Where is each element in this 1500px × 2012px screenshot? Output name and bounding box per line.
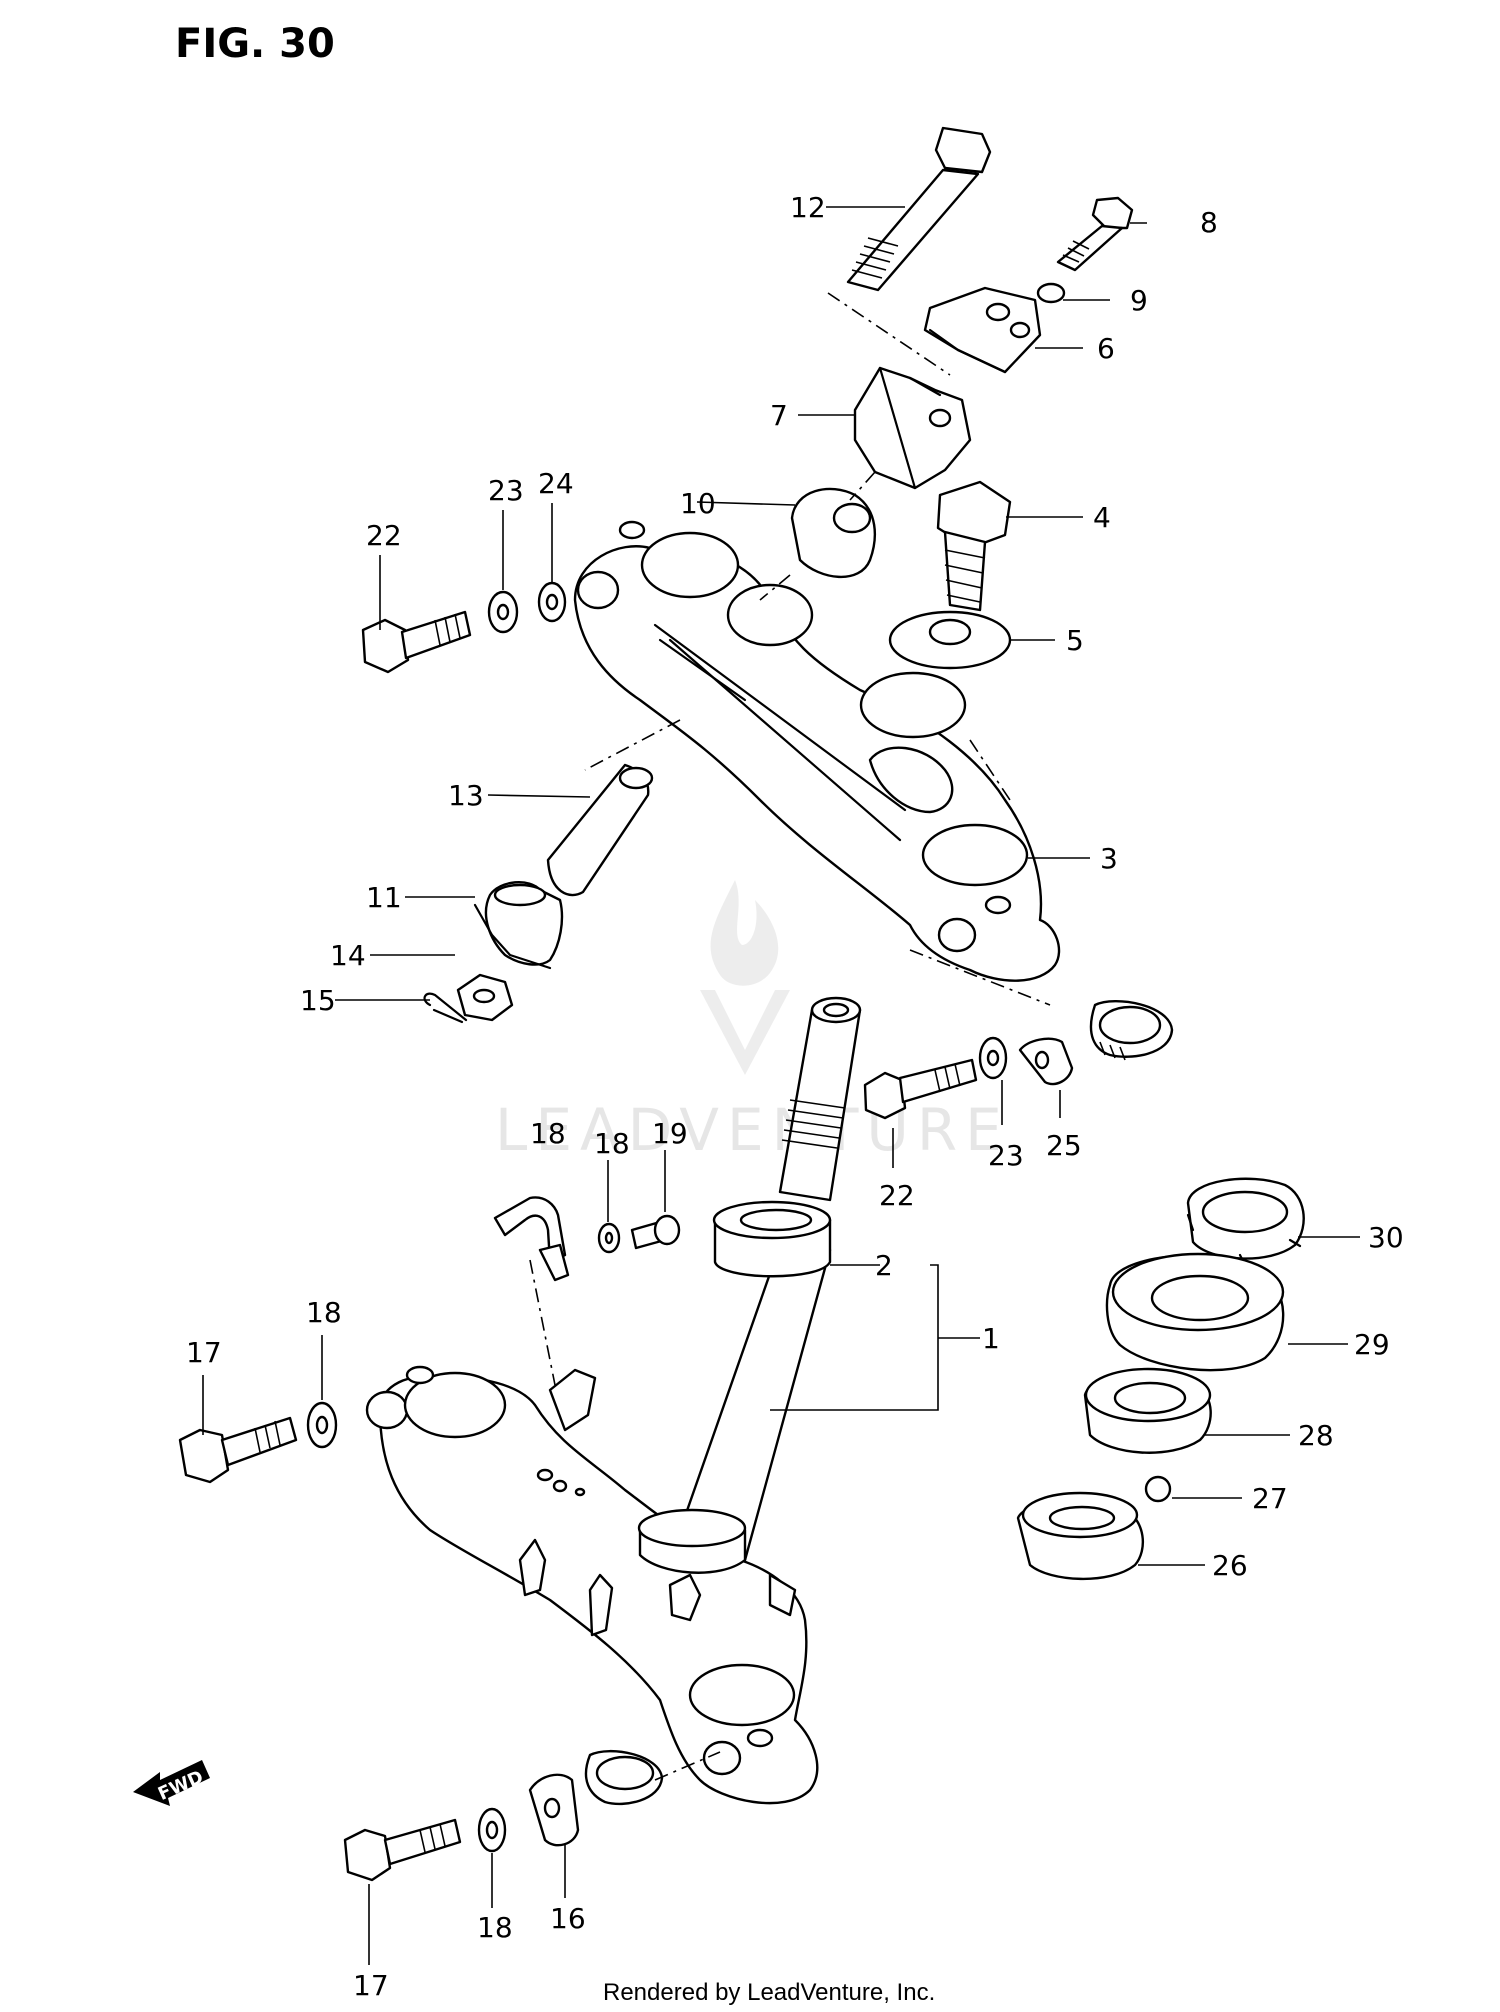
- part-26-bearing-race: [1016, 1491, 1144, 1581]
- callout-27: 27: [1252, 1482, 1288, 1515]
- part-17-bolt-left: [178, 1416, 298, 1484]
- part-11-grommet: [473, 881, 564, 970]
- callout-4: 4: [1093, 501, 1111, 534]
- callout-13: 13: [448, 779, 484, 812]
- callout-23-upper: 23: [488, 474, 524, 507]
- part-17-bolt-bottom: [343, 1818, 462, 1882]
- callout-19: 18: [530, 1117, 566, 1150]
- part-3-upper-bracket: [573, 520, 1061, 982]
- part-14-nut: [456, 973, 514, 1022]
- part-23-washer-middle: [978, 1036, 1008, 1080]
- part-25-cable-guide: [1018, 999, 1174, 1086]
- callout-6: 6: [1097, 332, 1115, 365]
- figure-title: FIG. 30: [175, 21, 335, 67]
- callout-12: 12: [790, 191, 826, 224]
- callout-18-bottom: 18: [477, 1911, 513, 1944]
- footer-credit: Rendered by LeadVenture, Inc.: [603, 1979, 935, 2006]
- alignment-lines: [529, 292, 1051, 1781]
- callout-17-bottom: 17: [353, 1969, 389, 2002]
- part-8-small-bolt: [1056, 196, 1134, 272]
- callout-16: 16: [550, 1902, 586, 1935]
- leader-lines: [202, 206, 1360, 1965]
- callout-25: 25: [1046, 1129, 1082, 1162]
- part-15-cotter-pin: [423, 992, 468, 1024]
- callout-28: 28: [1298, 1419, 1334, 1452]
- callout-10: 10: [680, 487, 716, 520]
- callout-18-left: 18: [306, 1296, 342, 1329]
- callout-3: 3: [1100, 842, 1118, 875]
- part-7-holder-lower: [853, 366, 972, 490]
- part-27-steel-ball: [1144, 1475, 1172, 1503]
- part-28-bearing-race: [1083, 1367, 1212, 1454]
- callout-24: 24: [538, 467, 574, 500]
- part-10-cushion: [790, 487, 876, 579]
- part-16-cable-guide: [528, 1750, 664, 1847]
- callout-1: 1: [982, 1322, 1000, 1355]
- callout-23-middle: 23: [988, 1139, 1024, 1172]
- callout-5: 5: [1066, 624, 1084, 657]
- part-12-long-bolt: [846, 126, 992, 292]
- part-22-bolt-middle: [863, 1058, 978, 1120]
- callout-7: 7: [770, 399, 788, 432]
- part-18-washer-bottom: [477, 1807, 507, 1853]
- callout-29: 29: [1354, 1328, 1390, 1361]
- part-1-steering-stem: [365, 996, 862, 1805]
- part-24-washer: [537, 581, 567, 623]
- callout-2: 2: [875, 1249, 893, 1282]
- part-5-washer: [888, 610, 1012, 670]
- callout-15: 15: [300, 984, 336, 1017]
- part-20-washer: [597, 1222, 621, 1254]
- fwd-marker: FWD: [133, 1760, 210, 1806]
- callouts: 12 8 9 6 7 10 4 5 3 13 11 14 15 22 23 24…: [186, 191, 1404, 2002]
- part-29-dust-seal: [1105, 1252, 1285, 1372]
- callout-30: 30: [1368, 1221, 1404, 1254]
- callout-11: 11: [366, 881, 402, 914]
- part-4-hex-bolt: [936, 480, 1012, 612]
- part-23-washer-upper: [487, 590, 519, 634]
- part-30-lock-nut: [1186, 1177, 1305, 1267]
- callout-14: 14: [330, 939, 366, 972]
- callout-22-middle: 22: [879, 1179, 915, 1212]
- part-18-washer-left: [306, 1401, 338, 1449]
- part-22-bolt-upper: [361, 610, 472, 674]
- callout-22-upper: 22: [366, 519, 402, 552]
- part-2-stem-seal: [712, 1200, 832, 1278]
- callout-21: 19: [652, 1117, 688, 1150]
- callout-26: 26: [1212, 1549, 1248, 1582]
- part-6-holder-upper: [923, 286, 1042, 374]
- callout-8: 8: [1200, 206, 1218, 239]
- part-21-screw: [630, 1214, 681, 1250]
- watermark: LEADVENTURE: [495, 880, 1010, 1164]
- callout-17-left: 17: [186, 1336, 222, 1369]
- callout-20: 18: [594, 1127, 630, 1160]
- callout-9: 9: [1130, 284, 1148, 317]
- part-9-lock-washer: [1036, 282, 1066, 304]
- watermark-text: LEADVENTURE: [495, 1096, 1010, 1164]
- part-13-damper: [546, 763, 654, 897]
